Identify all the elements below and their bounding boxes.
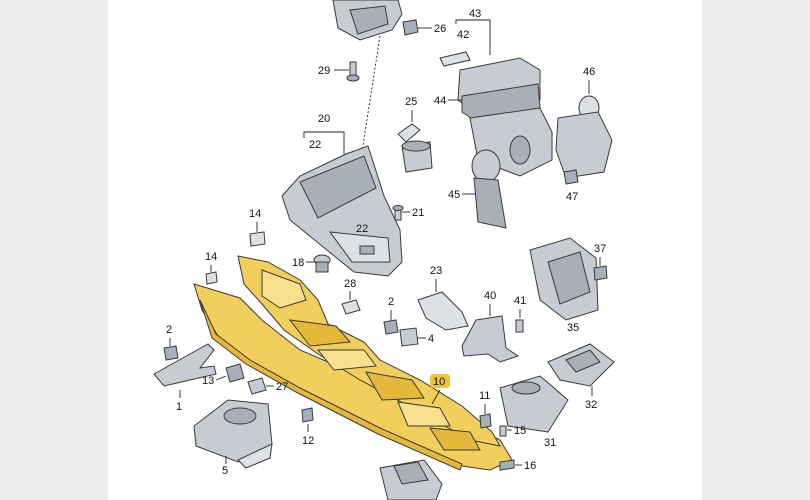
part-23-trim-panel xyxy=(417,291,469,331)
part-32-tray xyxy=(547,343,615,387)
callout-11: 11 xyxy=(479,390,490,402)
callout-28: 28 xyxy=(344,278,356,290)
callout-15: 15 xyxy=(514,425,526,437)
part-2-nut-left xyxy=(163,345,179,361)
callout-2-right: 2 xyxy=(388,296,394,308)
callout-47: 47 xyxy=(566,191,578,203)
part-13-clip xyxy=(225,363,245,383)
callout-10: 10 xyxy=(433,376,445,388)
callout-44: 44 xyxy=(434,95,446,107)
part-29-screw xyxy=(346,61,360,82)
callout-27: 27 xyxy=(276,381,288,393)
callout-1: 1 xyxy=(176,401,182,413)
part-37-screw xyxy=(593,265,608,281)
callout-31: 31 xyxy=(544,437,556,449)
callout-21: 21 xyxy=(412,207,424,219)
callout-37: 37 xyxy=(594,243,606,255)
callout-4: 4 xyxy=(428,333,434,345)
callout-45: 45 xyxy=(448,189,460,201)
part-5-shift-housing xyxy=(193,399,273,469)
part-15-screw xyxy=(499,425,507,437)
callout-16: 16 xyxy=(524,460,536,472)
callout-35: 35 xyxy=(567,322,579,334)
part-35-storage-compartment xyxy=(529,237,599,321)
part-46-bracket xyxy=(555,95,613,179)
part-4-bracket xyxy=(399,327,419,347)
part-25-cup-holder xyxy=(397,123,433,173)
part-10-center-console xyxy=(193,255,513,471)
callout-29: 29 xyxy=(318,65,330,77)
part-20-upper-trim xyxy=(281,145,403,277)
callout-20: 20 xyxy=(318,113,330,125)
callout-18: 18 xyxy=(292,257,304,269)
part-21-screw xyxy=(392,205,404,221)
part-16-clip xyxy=(499,459,515,471)
part-12-clip xyxy=(301,407,314,423)
part-42-cap xyxy=(439,51,471,67)
bottom-tray xyxy=(379,459,443,500)
callout-25: 25 xyxy=(405,96,417,108)
callout-14-bottom: 14 xyxy=(205,251,217,263)
callout-5: 5 xyxy=(222,465,228,477)
callout-26: 26 xyxy=(434,23,446,35)
part-27-clip xyxy=(247,377,267,395)
callout-41: 41 xyxy=(514,295,526,307)
callout-46: 46 xyxy=(583,66,595,78)
part-41-screw xyxy=(515,319,524,333)
callout-43: 43 xyxy=(469,8,481,20)
part-44-armrest xyxy=(457,57,553,177)
callout-23: 23 xyxy=(430,265,442,277)
callout-22-upper: 22 xyxy=(309,139,321,151)
callout-12: 12 xyxy=(302,435,314,447)
callout-32: 32 xyxy=(585,399,597,411)
callout-42: 42 xyxy=(457,29,469,41)
callout-14-top: 14 xyxy=(249,208,261,220)
part-26-clip xyxy=(402,19,419,36)
part-31-gear-cover xyxy=(499,375,569,433)
part-14-sticker-top xyxy=(249,231,266,247)
part-11-clip xyxy=(479,413,492,429)
part-14-sticker-bottom xyxy=(205,271,218,285)
shifter-bracket-top xyxy=(332,0,403,191)
callout-2-left: 2 xyxy=(166,324,172,336)
callout-40: 40 xyxy=(484,290,496,302)
part-47-nut xyxy=(563,169,579,185)
part-2-nut-right xyxy=(383,319,399,335)
callout-13: 13 xyxy=(202,375,214,387)
part-18-connector xyxy=(313,254,331,273)
part-28-cover xyxy=(341,299,361,315)
part-40-bracket xyxy=(461,315,520,363)
part-45-bracket xyxy=(471,149,507,229)
callout-10-highlight-box xyxy=(430,374,450,388)
callout-22-lower: 22 xyxy=(356,223,368,235)
part-1-bracket xyxy=(153,343,217,387)
